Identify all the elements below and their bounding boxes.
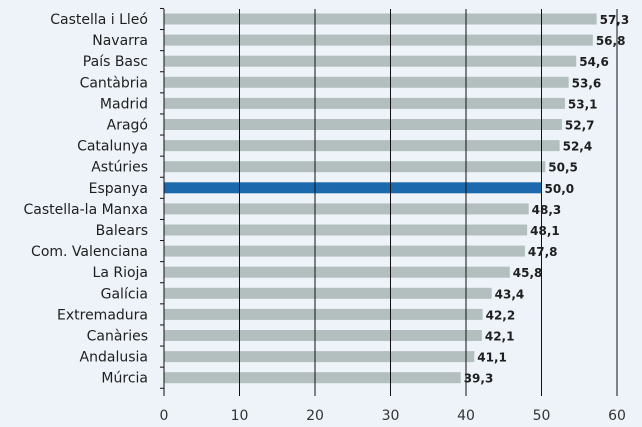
bar (164, 140, 560, 152)
bar (164, 308, 483, 320)
category-label: Castella i Lleó (50, 12, 148, 28)
x-tick-label: 20 (306, 408, 324, 424)
value-label: 50,0 (545, 182, 575, 196)
bar (164, 203, 529, 215)
category-label: Andalusia (80, 350, 148, 366)
bar (164, 161, 546, 173)
x-tick-label: 0 (160, 408, 169, 424)
value-label: 42,2 (486, 308, 516, 322)
category-label: Múrcia (101, 371, 148, 387)
category-label: País Basc (83, 54, 148, 70)
value-label: 52,4 (563, 140, 593, 154)
bar (164, 55, 577, 67)
value-label: 50,5 (548, 161, 578, 175)
value-label: 41,1 (477, 351, 507, 365)
bar (164, 119, 562, 130)
bar (164, 97, 565, 109)
value-label: 47,8 (528, 245, 558, 259)
value-label: 48,1 (530, 224, 560, 238)
x-tick-label: 50 (533, 408, 551, 424)
bar (164, 372, 461, 384)
value-label: 53,1 (568, 97, 598, 111)
category-label: Astúries (91, 160, 148, 176)
value-label: 54,6 (579, 55, 609, 69)
value-label: 43,4 (495, 287, 525, 301)
bar (164, 224, 528, 236)
bar (164, 76, 569, 88)
bar (164, 330, 482, 341)
category-label: Madrid (100, 96, 148, 112)
value-label: 48,3 (532, 203, 562, 217)
category-label: La Rioja (93, 265, 148, 281)
category-label: Galícia (101, 286, 148, 302)
bar (164, 287, 492, 299)
bar (164, 266, 510, 278)
category-label: Castella-la Manxa (24, 202, 148, 218)
category-label: Extremadura (57, 307, 148, 323)
value-label: 52,7 (565, 119, 595, 133)
bar (164, 245, 525, 257)
x-tick-label: 40 (457, 408, 475, 424)
category-label: Espanya (89, 181, 148, 197)
x-tick-label: 60 (608, 408, 626, 424)
bar (164, 351, 475, 363)
bar (164, 13, 597, 25)
value-label: 57,3 (600, 13, 630, 27)
category-label: Cantàbria (80, 75, 148, 91)
value-label: 56,8 (596, 34, 626, 48)
category-label: Canàries (87, 329, 148, 345)
category-label: Balears (96, 223, 148, 239)
category-label: Navarra (92, 33, 148, 49)
x-tick-label: 30 (382, 408, 400, 424)
value-label: 39,3 (464, 372, 494, 386)
value-label: 45,8 (513, 266, 543, 280)
x-tick-label: 10 (231, 408, 249, 424)
category-label: Aragó (107, 118, 148, 134)
value-label: 42,1 (485, 330, 515, 344)
category-label: Com. Valenciana (31, 244, 148, 260)
value-label: 53,6 (572, 76, 602, 90)
bar (164, 34, 593, 46)
category-label: Catalunya (77, 139, 148, 155)
bar-highlight (164, 182, 542, 194)
